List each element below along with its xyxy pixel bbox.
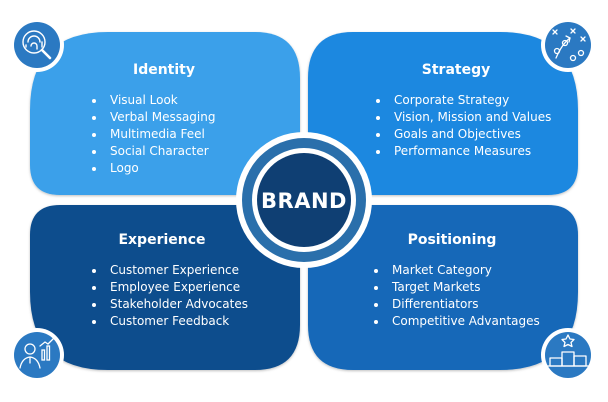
strategy-panel — [308, 32, 578, 195]
strategy-title: Strategy — [421, 62, 491, 78]
experience-title: Experience — [118, 232, 206, 248]
list-item: Logo — [90, 160, 215, 177]
list-item: Market Category — [372, 262, 540, 279]
list-item: Competitive Advantages — [372, 313, 540, 330]
list-item: Employee Experience — [90, 279, 248, 296]
experience-list: Customer Experience Employee Experience … — [90, 262, 248, 330]
list-item: Multimedia Feel — [90, 126, 215, 143]
list-item: Stakeholder Advocates — [90, 296, 248, 313]
experience-panel — [30, 205, 300, 370]
list-item: Differentiators — [372, 296, 540, 313]
identity-panel — [30, 32, 300, 195]
positioning-list: Market Category Target Markets Different… — [372, 262, 540, 330]
fingerprint-search-icon — [10, 18, 64, 72]
brand-label: BRAND — [261, 189, 347, 213]
list-item: Visual Look — [90, 92, 215, 109]
list-item: Performance Measures — [374, 143, 551, 160]
list-item: Verbal Messaging — [90, 109, 215, 126]
list-item: Vision, Mission and Values — [374, 109, 551, 126]
strategy-list: Corporate Strategy Vision, Mission and V… — [374, 92, 551, 160]
podium-star-icon — [541, 328, 595, 382]
list-item: Corporate Strategy — [374, 92, 551, 109]
positioning-title: Positioning — [407, 232, 497, 248]
list-item: Target Markets — [372, 279, 540, 296]
identity-title: Identity — [132, 62, 195, 78]
list-item: Goals and Objectives — [374, 126, 551, 143]
list-item: Customer Feedback — [90, 313, 248, 330]
person-growth-chart-icon — [10, 328, 64, 382]
center-core — [257, 153, 351, 247]
positioning-panel — [308, 205, 578, 370]
list-item: Customer Experience — [90, 262, 248, 279]
game-plan-icon — [541, 18, 595, 72]
identity-list: Visual Look Verbal Messaging Multimedia … — [90, 92, 215, 177]
list-item: Social Character — [90, 143, 215, 160]
